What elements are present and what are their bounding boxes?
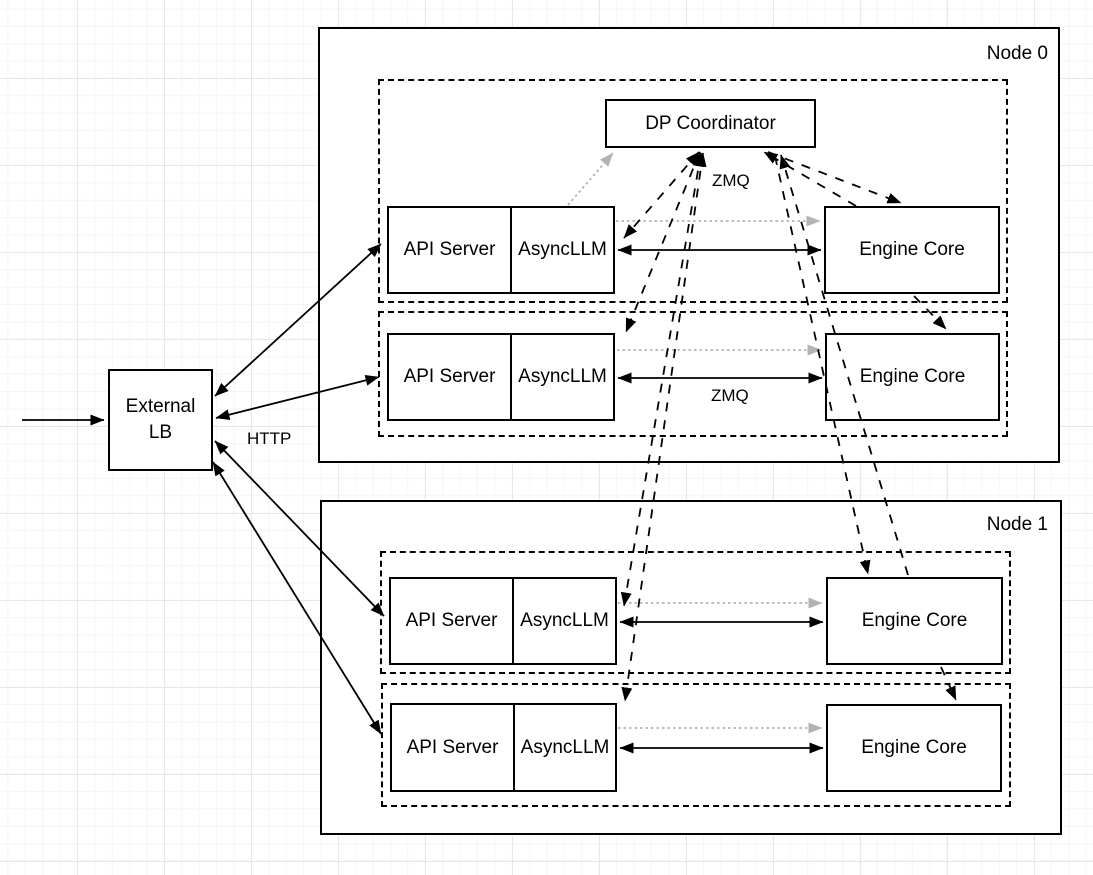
api-server-label: API Server: [405, 610, 498, 631]
node0-replica1-engine-core-box: Engine Core: [825, 333, 1000, 421]
dp-coordinator-label: DP Coordinator: [645, 112, 776, 134]
api-server-label: API Server: [403, 366, 496, 387]
engine-core-label: Engine Core: [861, 737, 967, 758]
node0-label: Node 0: [986, 43, 1048, 64]
node0-replica1-api-asyncllm-box: API Server AsyncLLM: [387, 333, 615, 421]
asyncllm-label: AsyncLLM: [520, 610, 609, 631]
node1-replica0-api-asyncllm-box: API Server AsyncLLM: [389, 577, 617, 665]
asyncllm-box: AsyncLLM: [510, 335, 613, 419]
node1-replica1-api-asyncllm-box: API Server AsyncLLM: [390, 703, 617, 792]
node0-replica0-api-asyncllm-box: API Server AsyncLLM: [387, 206, 615, 294]
zmq-coordinator-label: ZMQ: [712, 171, 750, 190]
external-lb-label-line2: LB: [148, 422, 173, 443]
asyncllm-label: AsyncLLM: [520, 736, 610, 758]
engine-core-label: Engine Core: [859, 366, 966, 387]
api-server-label: API Server: [403, 239, 496, 260]
api-server-box: API Server: [389, 208, 510, 292]
external-lb-box: External LB: [108, 369, 213, 471]
node1-replica0-engine-core-box: Engine Core: [826, 577, 1003, 665]
engine-core-label: Engine Core: [859, 239, 965, 260]
node1-replica1-engine-core-box: Engine Core: [826, 704, 1002, 792]
api-server-box: API Server: [389, 335, 510, 419]
dp-coordinator-box: DP Coordinator: [605, 99, 816, 148]
engine-core-label: Engine Core: [861, 610, 968, 631]
node1-label: Node 1: [986, 514, 1048, 535]
api-server-box: API Server: [392, 705, 513, 790]
external-lb-label-line1: External: [125, 396, 196, 418]
api-server-box: API Server: [391, 579, 512, 663]
asyncllm-box: AsyncLLM: [512, 579, 615, 663]
asyncllm-box: AsyncLLM: [510, 208, 613, 292]
asyncllm-box: AsyncLLM: [513, 705, 615, 790]
asyncllm-label: AsyncLLM: [518, 366, 607, 387]
zmq-engine-label: ZMQ: [711, 386, 749, 405]
api-server-label: API Server: [406, 736, 499, 758]
node0-replica0-engine-core-box: Engine Core: [824, 206, 1000, 294]
asyncllm-label: AsyncLLM: [518, 239, 607, 260]
http-label: HTTP: [247, 429, 292, 448]
